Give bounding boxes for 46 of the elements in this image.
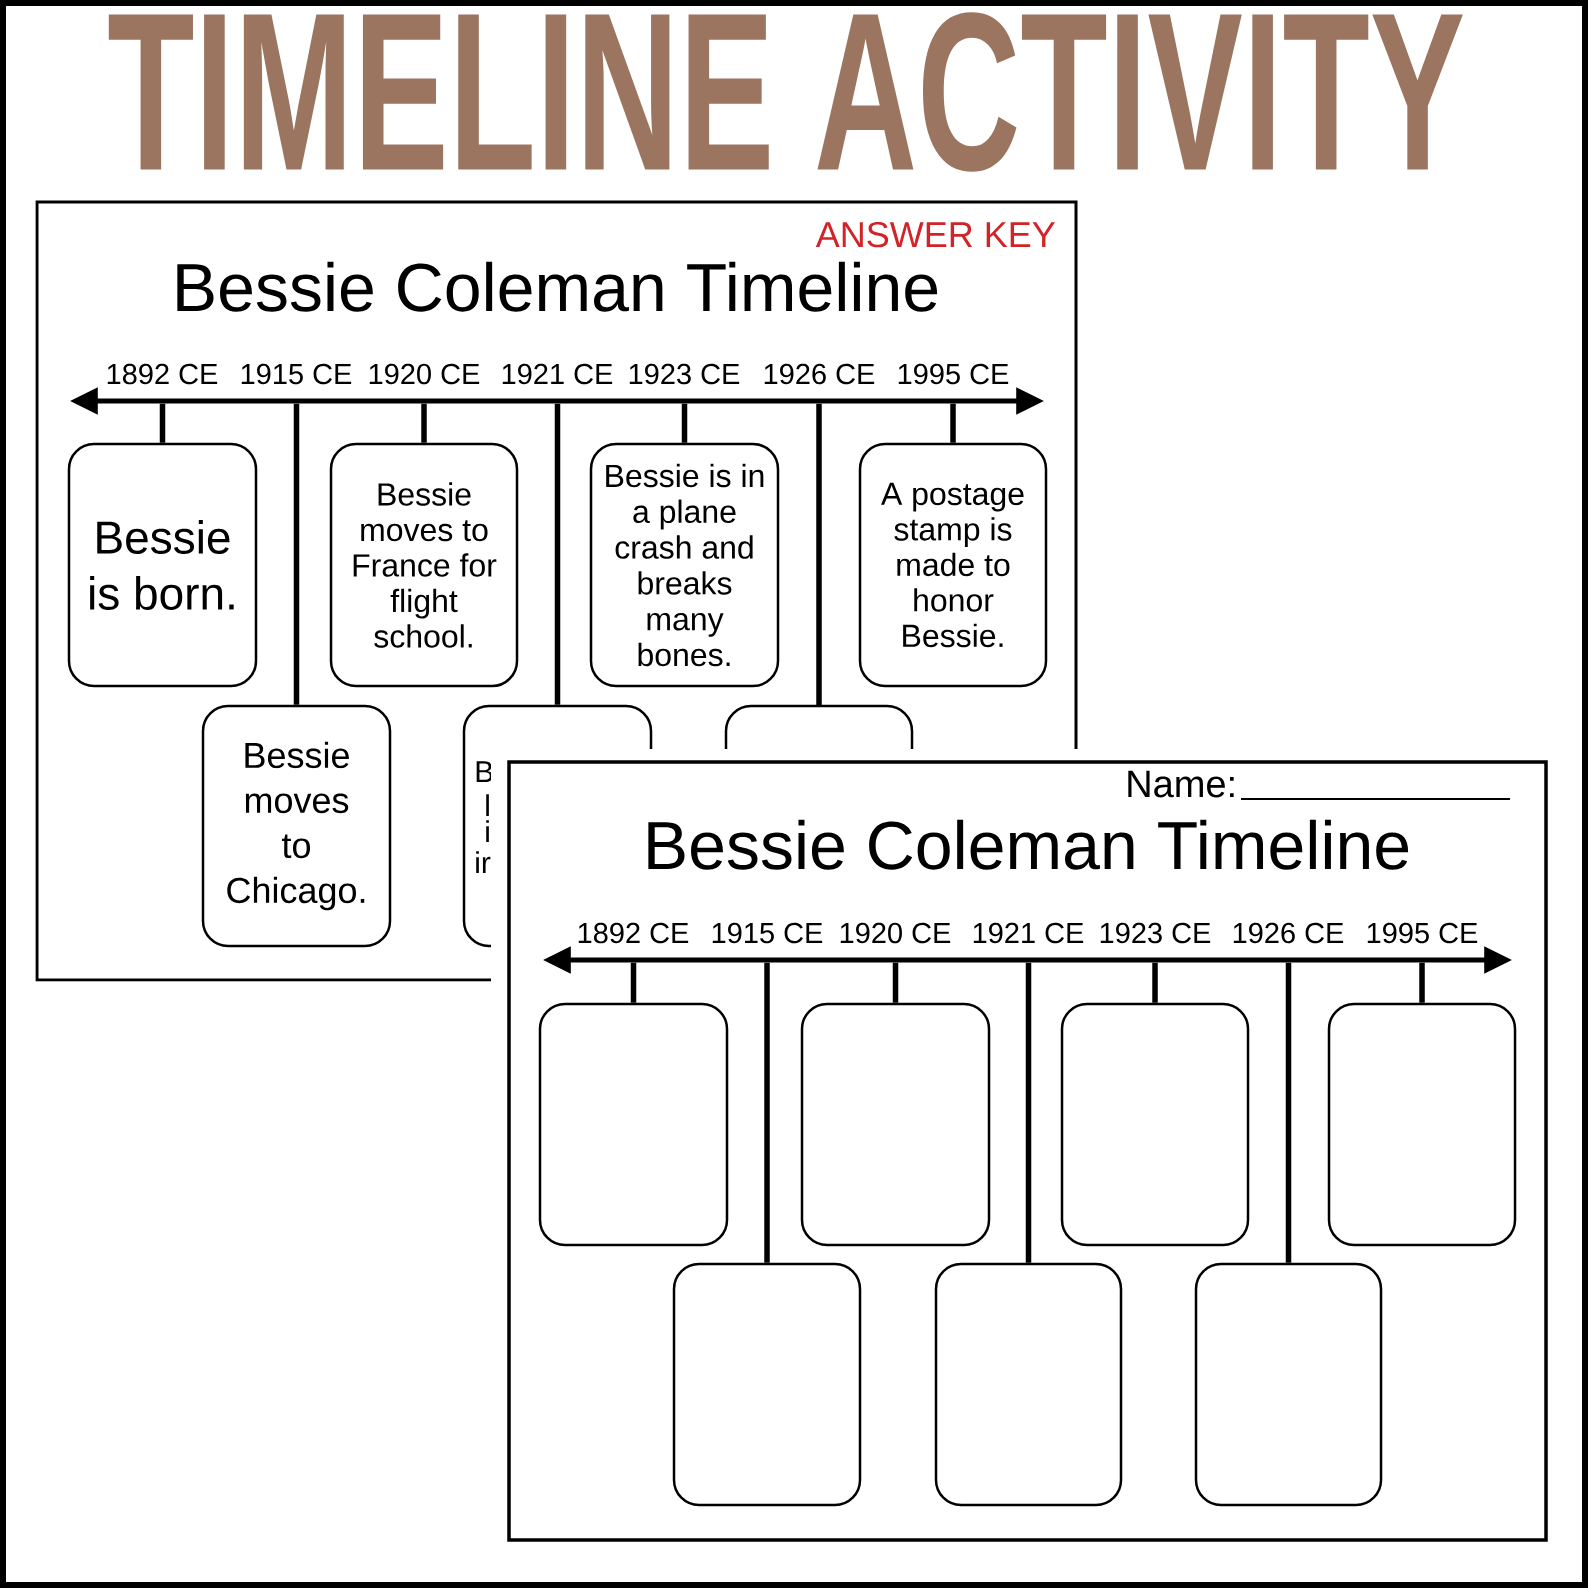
date-label: 1926 CE	[1233, 922, 1344, 944]
date-label: 1995 CE	[898, 363, 1009, 385]
answer-box	[724, 704, 914, 749]
date-label: 1921 CE	[502, 363, 613, 385]
event-box: Bessie is born.	[67, 442, 258, 688]
event-box: Bessie moves to France for flight school.	[329, 442, 519, 688]
date-label: 1921 CE	[973, 922, 1084, 944]
connector-line	[159, 403, 166, 443]
event-box: A postage stamp is made to honor Bessie.	[858, 442, 1048, 688]
connector-line	[1285, 962, 1292, 1263]
worksheet-title: Bessie Coleman Timeline	[648, 819, 1409, 870]
worksheet-title: Bessie Coleman Timeline	[177, 261, 938, 312]
connector-line	[1152, 962, 1158, 1003]
answer-box	[672, 1262, 862, 1507]
answer-box	[1194, 1262, 1383, 1507]
connector-line	[293, 403, 300, 705]
connector-line	[681, 403, 688, 443]
date-label: 1923 CE	[1100, 922, 1211, 944]
date-label: 1920 CE	[369, 363, 480, 385]
event-box: Bessie is in a plane crash and breaks many bones.	[589, 442, 780, 688]
date-label: 1926 CE	[764, 363, 875, 385]
page-title: TIMELINE ACTIVITY	[108, 12, 1463, 172]
date-label: 1920 CE	[840, 922, 951, 944]
connector-line	[892, 962, 899, 1003]
date-label: 1995 CE	[1367, 922, 1478, 944]
date-label: 1892 CE	[578, 922, 689, 944]
connector-line	[630, 962, 637, 1003]
connector-line	[950, 403, 956, 443]
event-box: Bessie moves to Chicago.	[201, 704, 392, 948]
connector-line	[554, 403, 561, 705]
answer-key-label: ANSWER KEY	[815, 221, 1055, 248]
connector-line	[1025, 962, 1032, 1263]
answer-box	[934, 1262, 1123, 1507]
answer-box	[1327, 1002, 1517, 1247]
answer-box	[1060, 1002, 1250, 1247]
answer-box	[538, 1002, 729, 1247]
date-label: 1892 CE	[107, 363, 218, 385]
name-label: Name:	[1128, 770, 1234, 798]
date-label: 1915 CE	[241, 363, 352, 385]
connector-line	[816, 403, 822, 706]
connector-line	[1419, 962, 1425, 1003]
connector-line	[764, 962, 770, 1263]
date-label: 1923 CE	[629, 363, 740, 385]
connector-line	[421, 403, 427, 443]
date-label: 1915 CE	[712, 922, 823, 944]
answer-box	[800, 1002, 991, 1247]
